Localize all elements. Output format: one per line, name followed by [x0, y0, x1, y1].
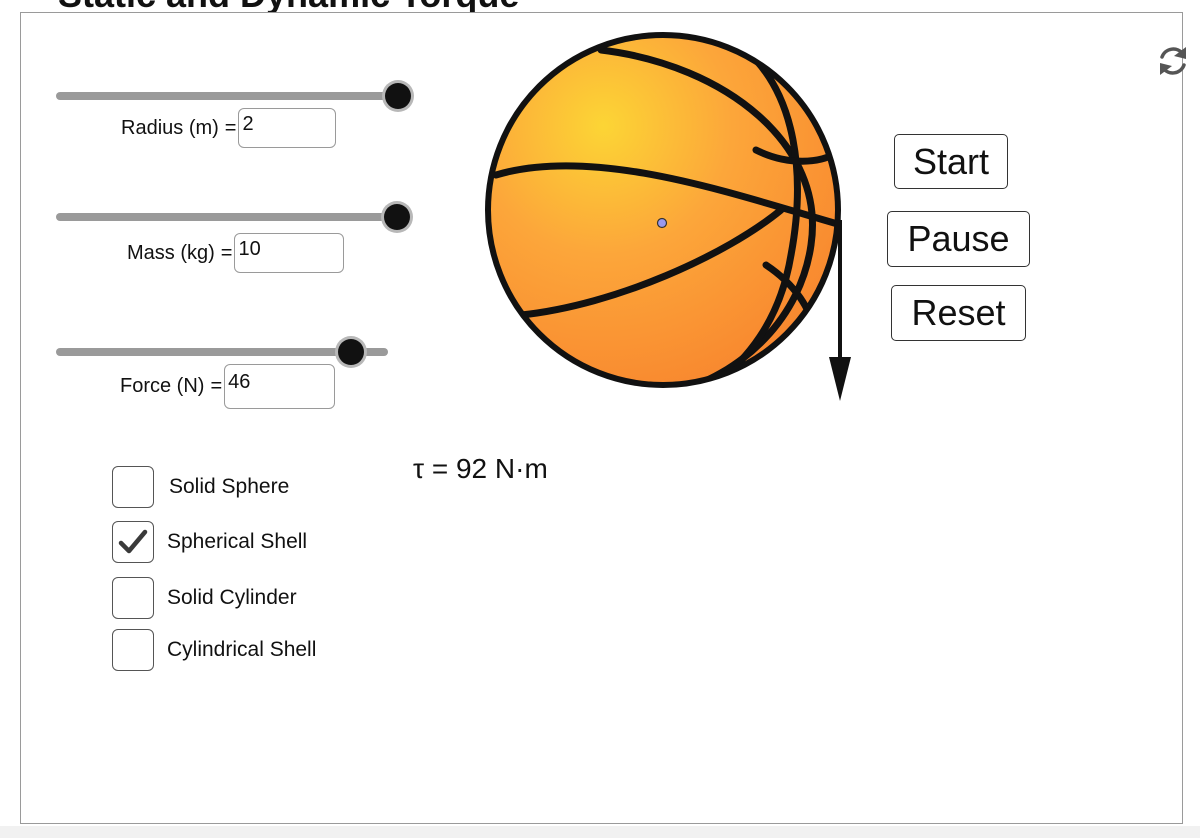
mass-equals: =	[220, 241, 233, 264]
checkbox-cylindrical-shell[interactable]	[112, 629, 154, 671]
mass-slider-knob[interactable]	[384, 204, 410, 230]
radius-slider-track	[56, 92, 398, 100]
checkbox-label-spherical-shell: Spherical Shell	[167, 530, 308, 553]
mass-label: Mass (kg)	[127, 241, 215, 264]
force-row: Force (N) =	[120, 364, 336, 409]
force-slider[interactable]	[56, 339, 388, 365]
radius-slider-knob[interactable]	[385, 83, 411, 109]
mass-slider[interactable]	[56, 204, 410, 230]
radius-label: Radius (m)	[121, 116, 219, 139]
checkbox-label-solid-sphere: Solid Sphere	[169, 475, 290, 498]
refresh-icon[interactable]	[1151, 39, 1195, 83]
checkmark-icon	[118, 529, 148, 554]
page-title: Static and Dynamic Torque	[58, 0, 519, 16]
ball-outline	[485, 32, 841, 388]
torque-readout: τ = 92 N·m	[413, 453, 548, 484]
force-arrow-head	[829, 357, 851, 401]
force-equals: =	[210, 375, 223, 397]
basketball	[488, 35, 838, 385]
radius-row: Radius (m) =	[121, 108, 337, 148]
mass-input[interactable]	[234, 233, 345, 273]
mass-row: Mass (kg) =	[127, 233, 345, 273]
reset-button[interactable]: Reset	[891, 285, 1026, 341]
checkbox-solid-sphere[interactable]	[112, 466, 154, 508]
force-slider-track	[56, 348, 388, 356]
checkbox-row-cylindrical-shell[interactable]: Cylindrical Shell	[112, 629, 316, 671]
checkbox-solid-cylinder[interactable]	[112, 577, 154, 619]
checkbox-spherical-shell[interactable]	[112, 521, 154, 563]
checkbox-label-solid-cylinder: Solid Cylinder	[167, 586, 297, 609]
bottom-strip	[0, 826, 1200, 838]
radius-input[interactable]	[238, 108, 337, 148]
pause-button[interactable]: Pause	[887, 211, 1030, 267]
checkbox-row-spherical-shell[interactable]: Spherical Shell	[112, 521, 307, 563]
force-input[interactable]	[224, 364, 336, 409]
center-point[interactable]	[656, 217, 668, 229]
basketball-diagram	[485, 32, 851, 401]
force-slider-knob[interactable]	[338, 339, 365, 365]
start-button[interactable]: Start	[894, 134, 1008, 189]
checkbox-label-cylindrical-shell: Cylindrical Shell	[167, 638, 317, 661]
radius-equals: =	[224, 116, 237, 139]
checkbox-row-solid-sphere[interactable]: Solid Sphere	[112, 466, 289, 508]
applet-frame: Radius (m) = Mass (kg) = Force (N) =	[20, 12, 1186, 824]
checkbox-row-solid-cylinder[interactable]: Solid Cylinder	[112, 577, 297, 619]
radius-slider[interactable]	[56, 83, 411, 109]
force-label: Force (N)	[120, 375, 205, 397]
mass-slider-track	[56, 213, 397, 221]
